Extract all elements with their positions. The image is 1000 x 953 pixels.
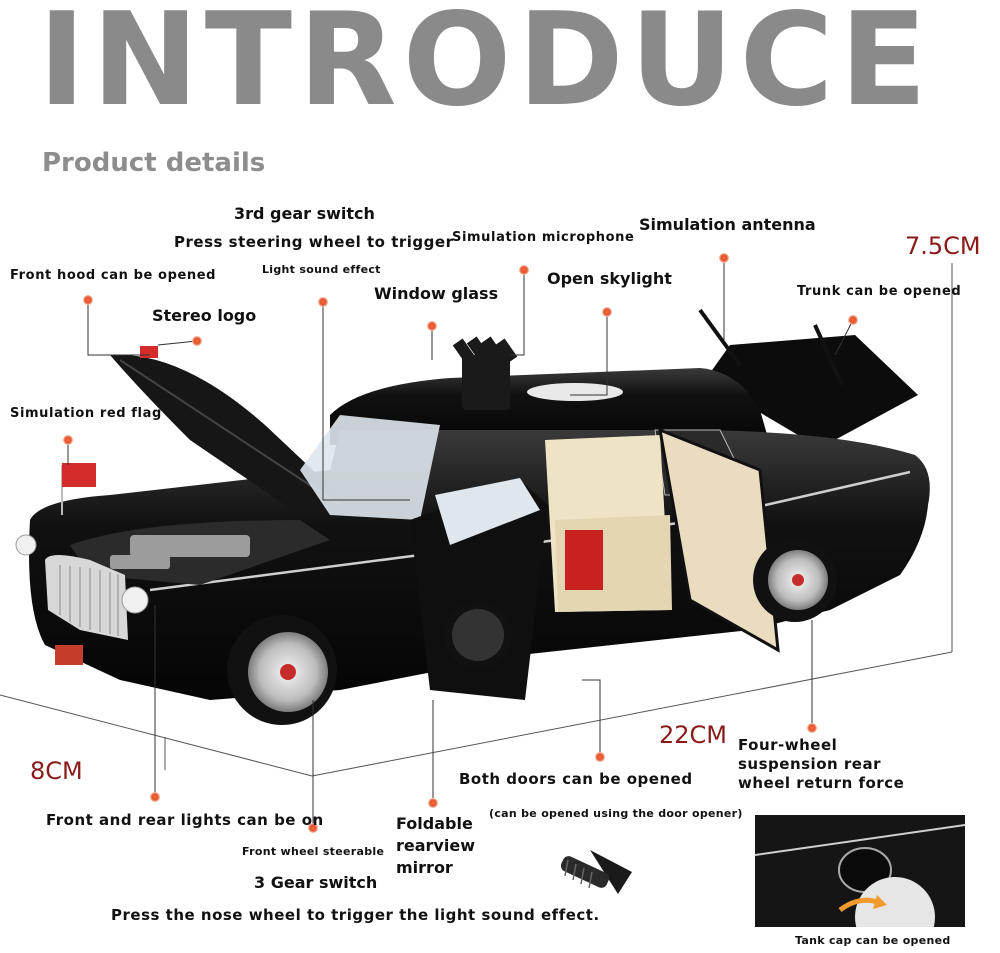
label-open-skylight: Open skylight <box>547 269 672 288</box>
label-door-opener-note: (can be opened using the door opener) <box>489 807 743 820</box>
callout-markers <box>63 253 858 833</box>
label-simulation-microphone: Simulation microphone <box>452 230 635 245</box>
front-door-wheel <box>444 601 512 669</box>
screw-image <box>560 850 632 894</box>
rear-wheel <box>753 538 837 622</box>
label-foldable-line1: Foldable <box>396 814 473 833</box>
label-3-gear-switch: 3 Gear switch <box>254 873 378 892</box>
label-window-glass: Window glass <box>374 284 499 303</box>
label-foldable-line3: mirror <box>396 858 453 877</box>
label-tank-cap: Tank cap can be opened <box>795 934 951 947</box>
front-wheel <box>227 615 337 725</box>
label-simulation-antenna: Simulation antenna <box>639 215 816 234</box>
label-both-doors: Both doors can be opened <box>459 770 693 788</box>
dimension-frame <box>0 263 953 777</box>
dimension-width: 8CM <box>30 757 83 785</box>
dimension-length: 22CM <box>659 721 728 749</box>
section-subtitle: Product details <box>42 148 266 178</box>
label-suspension-line3: wheel return force <box>738 774 905 792</box>
dimension-height: 7.5CM <box>905 232 981 260</box>
label-trunk: Trunk can be opened <box>797 284 962 299</box>
label-press-steering: Press steering wheel to trigger <box>174 233 454 251</box>
callout-lines <box>67 258 854 828</box>
label-stereo-logo: Stereo logo <box>152 306 257 325</box>
label-3rd-gear-switch: 3rd gear switch <box>234 204 375 223</box>
car-model <box>15 308 930 725</box>
label-red-flag: Simulation red flag <box>10 406 162 421</box>
label-suspension-line2: suspension rear <box>738 755 881 773</box>
label-foldable-line2: rearview <box>396 836 475 855</box>
label-front-wheel-steerable: Front wheel steerable <box>242 845 385 858</box>
label-front-hood: Front hood can be opened <box>10 268 217 283</box>
label-light-sound: Light sound effect <box>262 263 381 276</box>
label-press-nose-wheel: Press the nose wheel to trigger the ligh… <box>111 906 600 924</box>
label-suspension-line1: Four-wheel <box>738 736 838 754</box>
page-title: INTRODUCE <box>38 0 933 135</box>
label-front-rear-lights: Front and rear lights can be on <box>46 811 324 829</box>
tank-cap-inset-image <box>755 815 965 927</box>
